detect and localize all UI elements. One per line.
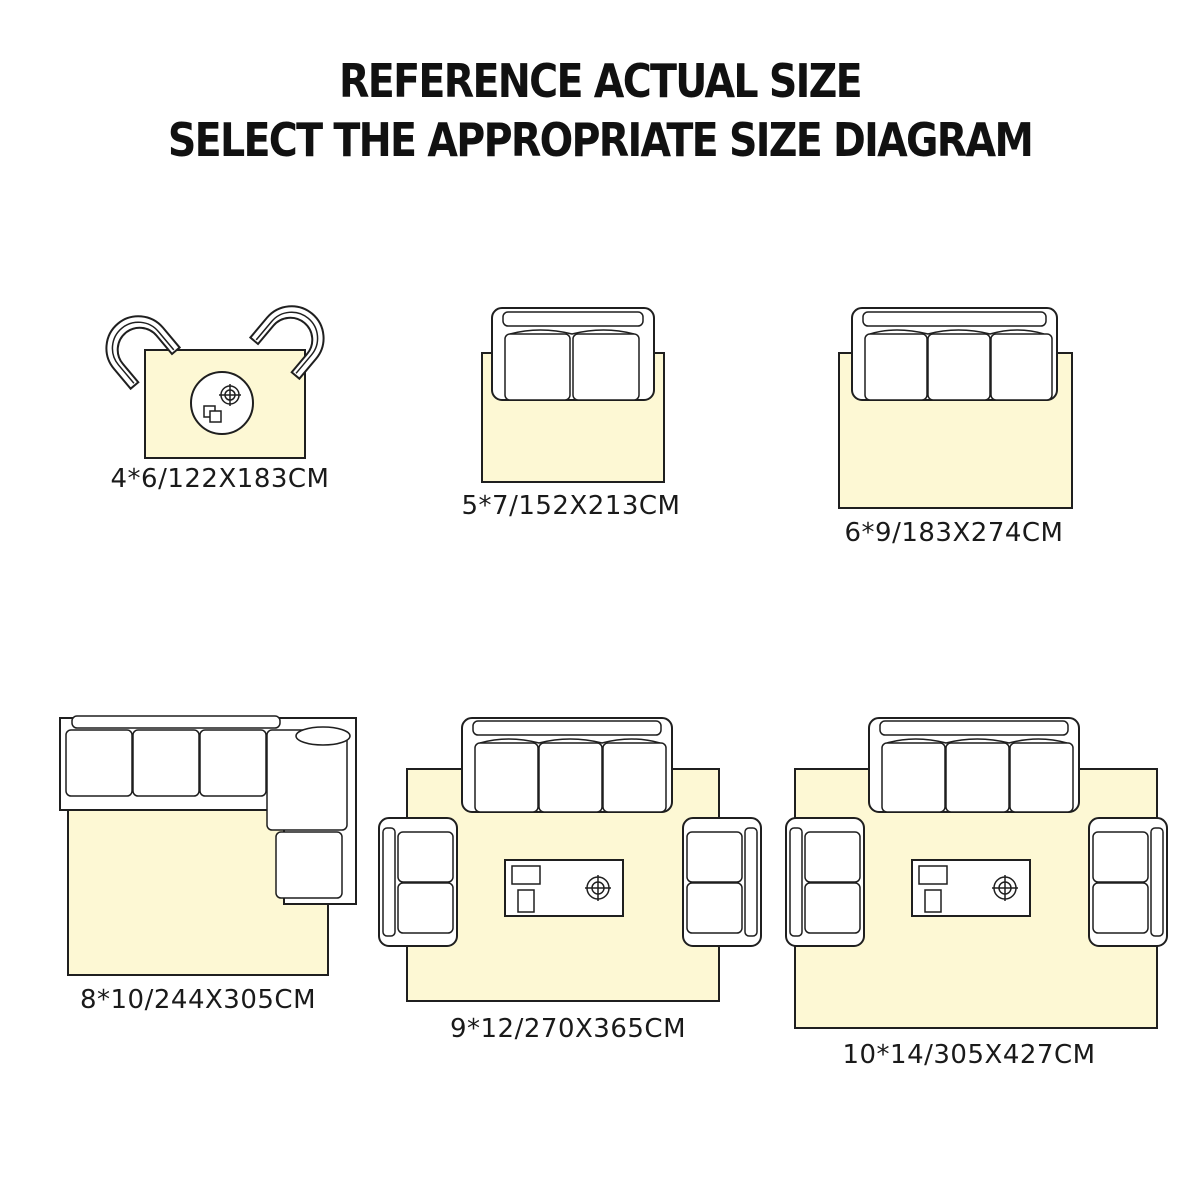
- armchair-left: [105, 315, 182, 391]
- diagram-5x7: [481, 307, 665, 483]
- armchair-left: [785, 817, 865, 947]
- size-label-9x12: 9*12/270X365CM: [449, 1014, 687, 1044]
- sofa-2-seat: [491, 307, 655, 401]
- heading-line-2: SELECT THE APPROPRIATE SIZE DIAGRAM: [167, 113, 1034, 167]
- coffee-table: [504, 859, 624, 917]
- rug-4x6: [144, 349, 306, 459]
- sectional-sofa: [59, 715, 357, 905]
- armchair-left: [378, 817, 458, 947]
- heading-line-1: REFERENCE ACTUAL SIZE: [339, 54, 863, 108]
- coffee-table: [911, 859, 1031, 917]
- armchair-right: [1088, 817, 1168, 947]
- diagram-4x6: [105, 305, 325, 459]
- sofa-3-seat: [461, 717, 673, 813]
- size-label-5x7: 5*7/152X213CM: [461, 491, 681, 521]
- diagram-10x14: [785, 717, 1168, 1029]
- round-table: [190, 371, 254, 435]
- size-label-4x6: 4*6/122X183CM: [110, 464, 330, 494]
- diagram-6x9: [838, 307, 1073, 509]
- armchair-right: [682, 817, 762, 947]
- armchair-right: [248, 305, 325, 381]
- diagram-9x12: [378, 717, 762, 1002]
- sofa-3-seat: [868, 717, 1080, 813]
- size-label-6x9: 6*9/183X274CM: [844, 518, 1064, 548]
- sofa-3-seat: [851, 307, 1058, 401]
- size-label-8x10: 8*10/244X305CM: [79, 985, 317, 1015]
- diagram-8x10: [59, 715, 357, 976]
- size-label-10x14: 10*14/305X427CM: [842, 1040, 1096, 1070]
